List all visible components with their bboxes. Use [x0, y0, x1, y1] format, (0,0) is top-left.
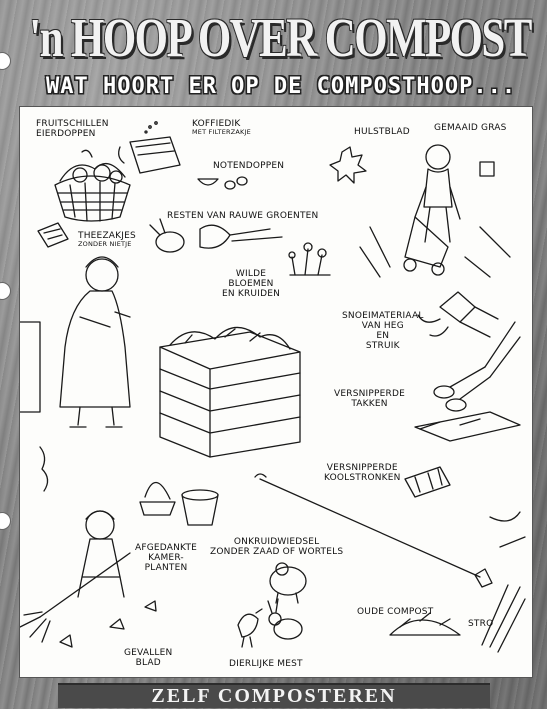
label-wilde-bloemen: WILDE BLOEMEN EN KRUIDEN: [222, 269, 281, 299]
hedge-trimmer-icon: [433, 321, 521, 412]
label-resten: RESTEN VAN RAUWE GROENTEN: [167, 211, 319, 221]
chicken-icon: [237, 608, 263, 648]
label-stro: STRO: [468, 619, 494, 629]
label-gemaaid-gras: GEMAAID GRAS: [434, 123, 507, 133]
pruning-shears-icon: [417, 291, 499, 338]
illustration-drawing: [20, 121, 526, 653]
page-subtitle: WAT HOORT ER OP DE COMPOSTHOOP...: [46, 74, 517, 99]
lawnmower-icon: [359, 144, 511, 278]
rake-icon: [20, 552, 131, 643]
label-zonder-nietje: ZONDER NIETJE: [78, 240, 132, 248]
child-icon: [77, 510, 125, 598]
label-kamerplanten: AFGEDANKTE KAMER- PLANTEN: [135, 543, 198, 573]
leaves-icon: [59, 600, 157, 648]
label-snoeimateriaal: SNOEIMATERIAAL VAN HEG EN STRUIK: [342, 311, 424, 351]
label-hulstblad: HULSTBLAD: [354, 127, 410, 137]
label-theezakjes: THEEZAKJES: [78, 231, 136, 241]
label-gevallen-blad: GEVALLEN BLAD: [124, 648, 173, 668]
flowers-icon: [288, 242, 331, 276]
label-notendoppen: NOTENDOPPEN: [213, 161, 285, 171]
label-oude-compost: OUDE COMPOST: [357, 607, 434, 617]
teabag-icon: [37, 222, 69, 248]
footer-banner: ZELF COMPOSTEREN: [58, 683, 490, 708]
woman-icon: [20, 256, 131, 428]
compost-heap-icon: [389, 612, 461, 636]
vegetables-icon: [149, 218, 283, 253]
compost-bin-icon: [159, 326, 301, 458]
label-met-filterzakje: MET FILTERZAKJE: [192, 128, 251, 136]
weeding-hoe-icon: [254, 473, 526, 588]
label-fruitschillen: FRUITSCHILLEN EIERDOPPEN: [36, 119, 109, 139]
label-versnipperde-takken: VERSNIPPERDE TAKKEN: [334, 389, 406, 409]
cabbage-stalk-icon: [404, 466, 451, 498]
page-title: 'n HOOP OVER COMPOST: [29, 6, 532, 68]
fruit-basket-icon: [54, 146, 131, 222]
sheep-icon: [269, 562, 307, 604]
twigs-icon: [414, 411, 521, 442]
label-dierlijke-mest: DIERLIJKE MEST: [229, 659, 303, 669]
flowerpot-icon: [139, 481, 219, 526]
label-onkruidwiedsel: ONKRUIDWIEDSEL ZONDER ZAAD OF WORTELS: [210, 537, 344, 557]
straw-icon: [481, 584, 526, 653]
label-koffiedik: KOFFIEDIK: [192, 119, 241, 129]
illustration-panel: FRUITSCHILLEN EIERDOPPEN KOFFIEDIK MET F…: [19, 106, 533, 678]
holly-leaf-icon: [329, 146, 367, 184]
nutshell-icon: [197, 176, 248, 190]
signature-icon: [39, 446, 49, 492]
label-koolstronken: VERSNIPPERDE KOOLSTRONKEN: [324, 463, 401, 483]
coffee-filter-icon: [129, 121, 181, 174]
rabbit-icon: [267, 598, 303, 640]
